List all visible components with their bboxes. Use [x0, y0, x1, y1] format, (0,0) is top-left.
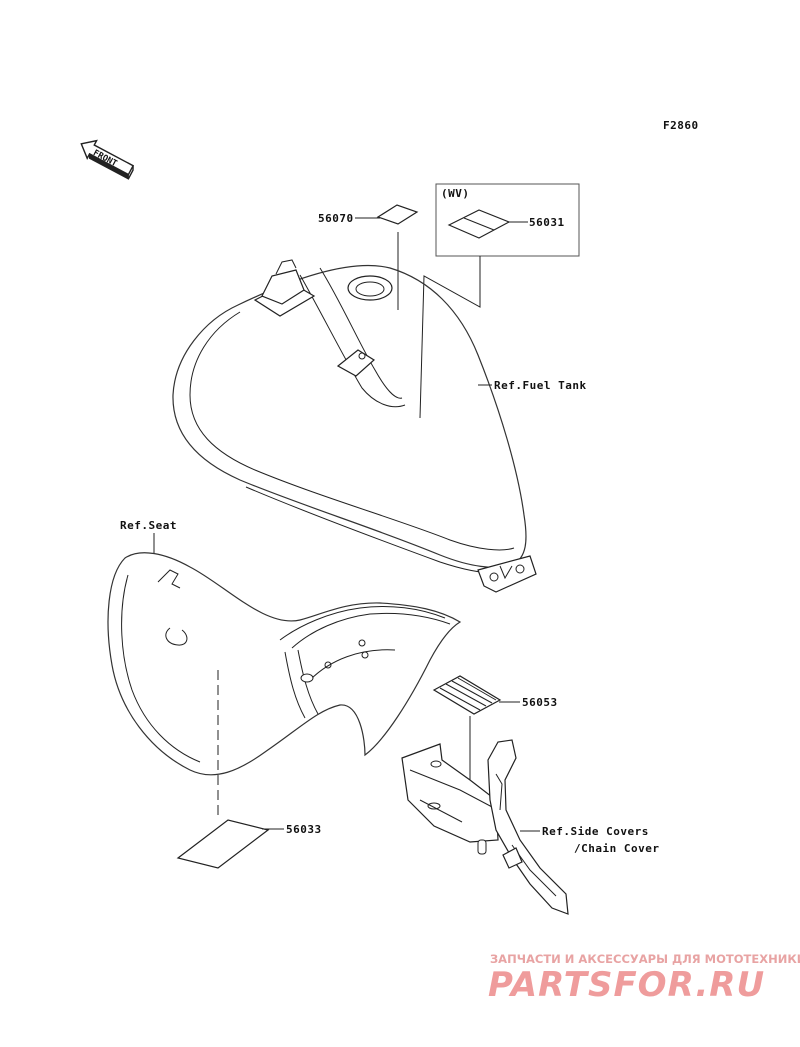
front-arrow-icon: FRONT — [80, 139, 135, 180]
ref-side-covers: Ref.Side Covers — [542, 825, 649, 838]
seat — [107, 552, 462, 776]
ref-seat: Ref.Seat — [120, 519, 177, 532]
part-56033-number: 56033 — [286, 823, 322, 836]
part-56031-number: 56031 — [529, 216, 565, 229]
ref-fuel-tank: Ref.Fuel Tank — [494, 379, 587, 392]
figure-code: F2860 — [663, 119, 699, 132]
watermark-tagline: ЗАПЧАСТИ И АКСЕССУАРЫ ДЛЯ МОТОТЕХНИКИ — [490, 952, 800, 966]
fuel-tank — [172, 259, 537, 593]
ref-chain-cover: /Chain Cover — [574, 842, 659, 855]
part-56033-label-sticker — [176, 819, 270, 869]
part-56053-number: 56053 — [522, 696, 558, 709]
variant-box-label: (WV) — [441, 187, 470, 200]
part-56070-number: 56070 — [318, 212, 354, 225]
side-cover — [401, 739, 569, 915]
part-56053-label-sticker — [432, 675, 502, 715]
part-56070-label-sticker — [376, 204, 419, 225]
watermark-brand: PARTSFOR.RU — [488, 965, 765, 1005]
variant-box — [435, 183, 580, 257]
part-56031-dash-line — [419, 256, 481, 419]
